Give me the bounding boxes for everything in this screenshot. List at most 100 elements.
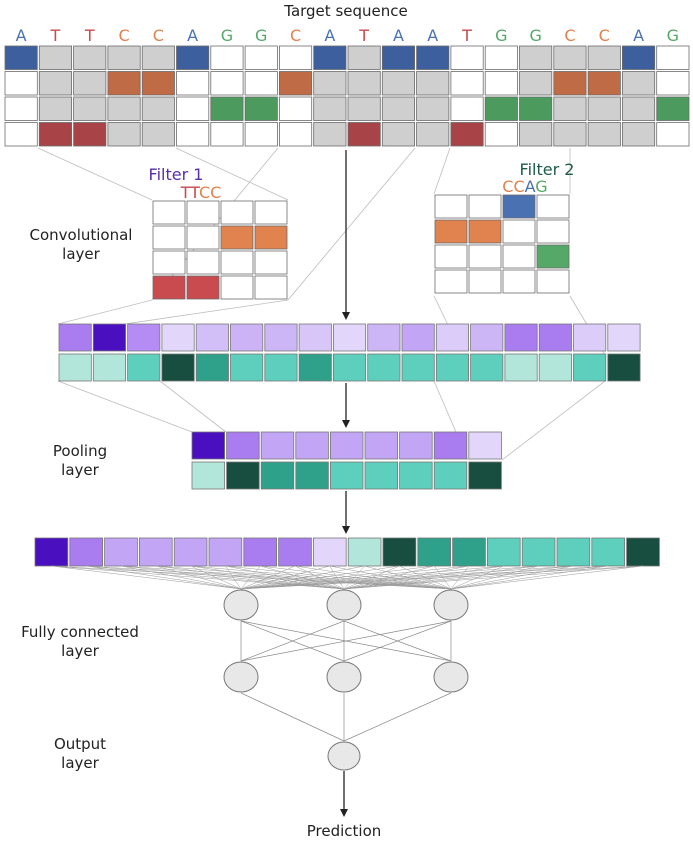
- filter-cell: [502, 269, 536, 294]
- conv-cell-filter1: [573, 323, 607, 352]
- sequence-letter: T: [358, 26, 369, 45]
- conv-cell-filter1: [538, 323, 572, 352]
- connector-line: [57, 380, 193, 433]
- filter-cell: [434, 269, 468, 294]
- one-hot-cell: [38, 45, 72, 70]
- one-hot-cell: [450, 45, 484, 70]
- pool-cell-filter2: [295, 461, 329, 490]
- filter-cell: [186, 250, 220, 275]
- sequence-letter: C: [564, 26, 575, 45]
- flattened-cell: [138, 537, 173, 567]
- filter-cell: [152, 200, 186, 225]
- one-hot-cell: [622, 45, 656, 70]
- fc-connection: [155, 565, 345, 590]
- flattened-cell: [278, 537, 312, 567]
- conv-cell-filter2: [264, 353, 298, 382]
- flattened-cell: [417, 537, 451, 567]
- conv-cell-filter2: [230, 353, 264, 382]
- one-hot-cell: [278, 71, 313, 96]
- pool-cell-filter2: [226, 461, 260, 490]
- filter-cell: [220, 275, 254, 300]
- one-hot-cell: [381, 96, 415, 121]
- one-hot-cell: [73, 122, 107, 147]
- one-hot-cell: [450, 122, 484, 147]
- conv-cell-filter1: [264, 323, 298, 352]
- one-hot-matrix: [4, 45, 690, 147]
- one-hot-cell: [244, 45, 278, 70]
- one-hot-cell: [244, 122, 278, 147]
- sequence-letter: C: [118, 26, 129, 45]
- pool-cell-filter2: [399, 461, 433, 490]
- pool-cell-filter1: [226, 431, 260, 460]
- sequence-letter: A: [187, 26, 198, 45]
- one-hot-cell: [278, 96, 313, 121]
- connector-line: [433, 147, 451, 195]
- one-hot-cell: [176, 122, 210, 147]
- flattened-cell: [521, 537, 556, 567]
- flattened-cell: [591, 537, 625, 567]
- one-hot-cell: [4, 71, 38, 96]
- one-hot-cell: [278, 122, 313, 147]
- fc-connection: [240, 620, 452, 662]
- pooling-output: [191, 431, 502, 490]
- output-layer-label-line2: layer: [61, 754, 99, 772]
- one-hot-cell: [553, 96, 587, 121]
- one-hot-cell: [416, 71, 450, 96]
- one-hot-cell: [347, 45, 381, 70]
- flattened-cell: [243, 537, 278, 567]
- one-hot-cell: [210, 45, 244, 70]
- one-hot-cell: [416, 45, 450, 70]
- filter-cell: [152, 250, 186, 275]
- one-hot-cell: [176, 96, 210, 121]
- title: Target sequence: [283, 2, 407, 20]
- fc-connection: [240, 565, 296, 590]
- filter-cell: [468, 219, 502, 244]
- fc-connection: [450, 565, 609, 590]
- fc-connection: [343, 565, 644, 590]
- filter-cell: [536, 269, 570, 294]
- one-hot-cell: [622, 71, 656, 96]
- one-hot-cell: [73, 71, 107, 96]
- pool-layer-label-line1: Pooling: [53, 442, 107, 460]
- filter-cell: [220, 225, 254, 250]
- fc-connection: [51, 565, 242, 590]
- filter2-label: Filter 2: [520, 160, 575, 179]
- motif-letter: G: [535, 177, 547, 196]
- conv-cell-filter1: [92, 323, 127, 352]
- motif-letter: C: [199, 183, 210, 202]
- sequence-letter: G: [255, 26, 267, 45]
- one-hot-cell: [450, 96, 484, 121]
- pool-cell-filter1: [468, 431, 502, 460]
- filter-cell: [502, 194, 536, 219]
- one-hot-cell: [278, 45, 313, 70]
- conv-cell-filter1: [367, 323, 401, 352]
- fc-connection: [343, 565, 574, 590]
- fc-connection: [240, 565, 644, 590]
- conv-cell-filter2: [470, 353, 504, 382]
- one-hot-cell: [484, 96, 518, 121]
- conv-cell-filter2: [538, 353, 572, 382]
- connector-line: [37, 147, 153, 201]
- conv-cell-filter1: [195, 323, 229, 352]
- one-hot-cell: [107, 45, 141, 70]
- one-hot-cell: [244, 96, 278, 121]
- conv-cell-filter1: [332, 323, 367, 352]
- pool-cell-filter2: [468, 461, 502, 490]
- neuron: [223, 589, 259, 621]
- conv-cell-filter2: [58, 353, 92, 382]
- filter-cell: [502, 219, 536, 244]
- one-hot-cell: [313, 45, 347, 70]
- filter2-motif: CCAG: [502, 177, 547, 196]
- flattened-cell: [104, 537, 138, 567]
- filter-cell: [186, 200, 220, 225]
- conv-cell-filter2: [298, 353, 332, 382]
- arrow-head: [342, 420, 350, 428]
- fc-connection: [240, 565, 365, 590]
- neuron: [326, 661, 362, 693]
- fc-layer-label-line1: Fully connected: [21, 623, 139, 641]
- flattened-cell: [312, 537, 347, 567]
- connector-line: [175, 147, 289, 201]
- one-hot-cell: [519, 45, 553, 70]
- connector-line: [57, 299, 153, 325]
